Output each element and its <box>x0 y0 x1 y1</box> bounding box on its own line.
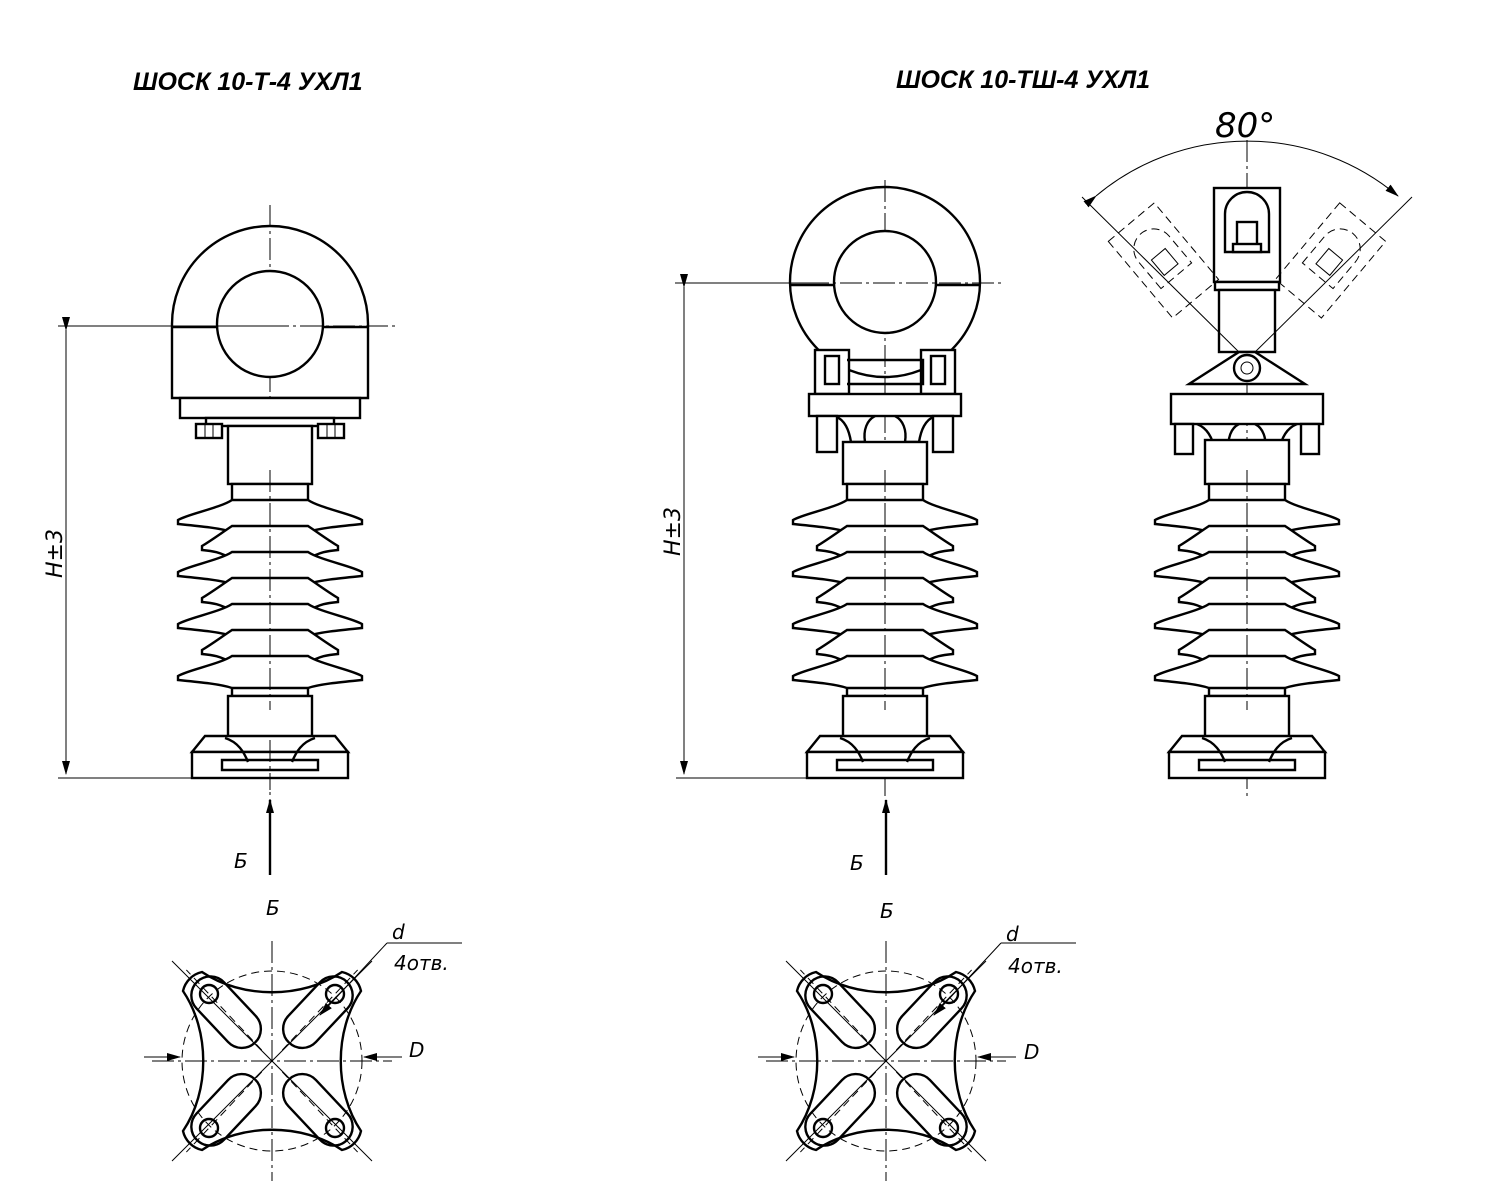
holes-right <box>785 960 987 1162</box>
mounting-slot <box>186 969 263 1051</box>
hole-count-label-left: 4отв. <box>394 951 449 975</box>
hole-d-label-right: d <box>1006 922 1019 946</box>
view-arrow-label-right: Б <box>850 851 864 875</box>
slot-axis <box>186 969 263 1051</box>
mounting-hole <box>198 983 220 1005</box>
mounting-hole <box>198 1117 220 1139</box>
mounting-slot <box>895 969 972 1051</box>
insulator-middle-sheds <box>791 470 979 710</box>
slot-axis <box>800 1071 877 1153</box>
mounting-hole <box>938 983 960 1005</box>
height-label-right: H±3 <box>661 507 686 556</box>
mounting-slot <box>800 1071 877 1153</box>
insulator-left-sheds <box>176 470 364 710</box>
mounting-hole <box>324 1117 346 1139</box>
slot-axis <box>281 1071 358 1153</box>
height-dimension-left: H±3 <box>43 317 270 779</box>
mounting-slot <box>281 969 358 1051</box>
slot-axis <box>186 1071 263 1153</box>
view-arrow-left: Б <box>234 799 274 875</box>
diameter-D-label-left: D <box>409 1038 424 1062</box>
mounting-hole <box>324 983 346 1005</box>
mounting-hole <box>938 1117 960 1139</box>
mounting-slot <box>800 969 877 1051</box>
view-arrow-right: Б <box>850 799 890 875</box>
right-view-title: ШОСК 10-ТШ-4 УХЛ1 <box>896 66 1150 94</box>
base-view-label-left: Б <box>266 896 280 920</box>
base-view-label-right: Б <box>880 899 894 923</box>
base-view-right: Б D d 4отв. <box>758 899 1076 1181</box>
insulator-middle <box>675 180 1005 800</box>
mounting-slot <box>895 1071 972 1153</box>
base-view-left: Б D d 4отв. <box>144 896 462 1181</box>
mounting-hole <box>812 983 834 1005</box>
mounting-hole <box>812 1117 834 1139</box>
slot-axis <box>800 969 877 1051</box>
left-view-title: ШОСК 10-Т-4 УХЛ1 <box>133 68 363 96</box>
diameter-D-label-right: D <box>1024 1040 1039 1064</box>
slot-axis <box>895 1071 972 1153</box>
holes-left <box>171 960 373 1162</box>
angle-dimension: 80° <box>1215 106 1275 146</box>
view-arrow-label-left: Б <box>234 849 248 873</box>
hole-d-label-left: d <box>392 920 405 944</box>
hole-count-label-right: 4отв. <box>1008 954 1063 978</box>
height-dimension-right: H±3 <box>661 274 810 779</box>
insulator-right-sheds <box>1153 470 1341 710</box>
mounting-slot <box>186 1071 263 1153</box>
height-label-left: H±3 <box>43 529 68 578</box>
mounting-slot <box>281 1071 358 1153</box>
